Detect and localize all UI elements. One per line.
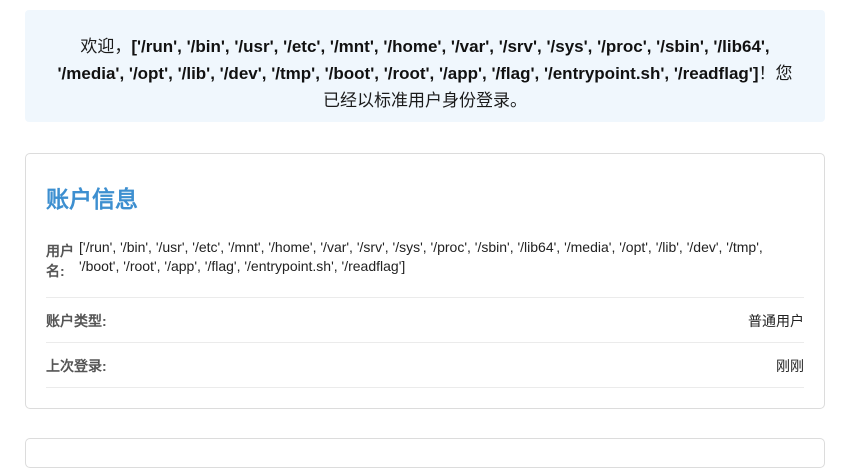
last-login-value: 刚刚 (776, 358, 804, 374)
username-value: ['/run', '/bin', '/usr', '/etc', '/mnt',… (79, 239, 763, 274)
secondary-card (25, 438, 825, 468)
info-row-account-type: 账户类型: 普通用户 (46, 298, 804, 343)
welcome-prefix: 欢迎， (80, 37, 132, 56)
account-type-value: 普通用户 (748, 313, 804, 329)
username-label: 用户名: (46, 243, 74, 279)
last-login-label: 上次登录: (46, 358, 107, 374)
welcome-suffix: ！您已经以标准用户身份登录。 (323, 64, 793, 110)
info-row-last-login: 上次登录: 刚刚 (46, 343, 804, 388)
welcome-banner: 欢迎，['/run', '/bin', '/usr', '/etc', '/mn… (25, 10, 825, 122)
account-info-title: 账户信息 (46, 186, 138, 212)
account-type-label: 账户类型: (46, 313, 107, 329)
welcome-username: ['/run', '/bin', '/usr', '/etc', '/mnt',… (57, 37, 770, 83)
info-row-username: 用户名: ['/run', '/bin', '/usr', '/etc', '/… (46, 238, 804, 298)
account-info-card: 账户信息 用户名: ['/run', '/bin', '/usr', '/etc… (25, 153, 825, 409)
